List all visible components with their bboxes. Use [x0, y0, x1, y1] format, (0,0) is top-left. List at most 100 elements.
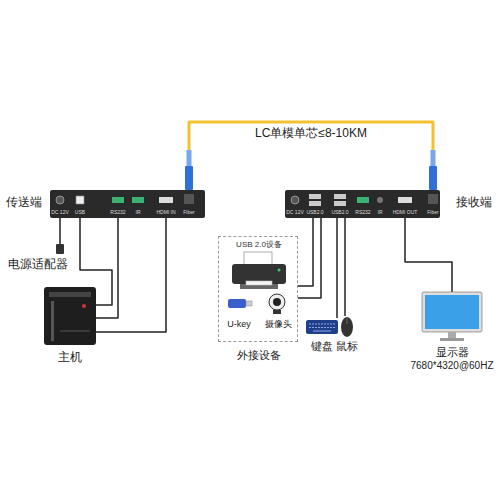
receiver-housing: [285, 190, 440, 218]
device-label: U-key: [227, 319, 251, 329]
receiver-housing: [309, 194, 321, 199]
keyboard-device: 键盘: [306, 318, 338, 336]
lc-connector: [185, 166, 193, 190]
keyboard-icon: [313, 331, 331, 332]
port-label: Fiber: [183, 210, 194, 216]
ukey-icon: [228, 299, 252, 308]
keyboard-icon: [309, 327, 335, 328]
signal-cable: [336, 218, 338, 318]
lc-connector: [187, 150, 192, 166]
receiver-housing: [285, 190, 440, 218]
port-label: HDMI IN: [156, 210, 175, 216]
port-label: RS232: [110, 210, 125, 216]
port-label: USB: [75, 210, 85, 216]
transmitter-housing: [50, 190, 205, 218]
lc-connector: [431, 150, 436, 166]
port-label: Fiber: [427, 210, 438, 216]
power-cable: [56, 218, 64, 254]
monitor-device: 显示器7680*4320@60HZ: [420, 292, 484, 342]
usb-device-group: USB 2.0设备外接设备U-key摄像头: [218, 236, 298, 342]
receiver-housing: [291, 196, 299, 204]
keyboard-icon: [306, 320, 338, 334]
device-heading: 传送端: [6, 196, 42, 210]
pc-tower-icon: [82, 304, 86, 308]
port-label: USB2.0: [331, 210, 348, 216]
signal-cable: [298, 218, 313, 286]
transmitter-housing: [56, 196, 64, 204]
transmitter-housing: [76, 196, 84, 204]
keyboard-icon: [306, 320, 338, 334]
ukey-icon: [246, 301, 252, 306]
resolution-label: 7680*4320@60HZ: [411, 360, 494, 372]
mouse-icon: [347, 318, 348, 324]
mouse-icon: [341, 317, 353, 337]
camera-icon: [273, 310, 281, 314]
monitor-icon: [422, 292, 482, 332]
transmitter-housing: [184, 194, 194, 204]
transmitter-housing: [159, 197, 173, 203]
mouse-icon: [341, 317, 353, 337]
receiver-housing: [377, 197, 383, 203]
mouse-device: 鼠标: [340, 316, 354, 338]
lc-connector: [185, 150, 437, 190]
printer-icon: [246, 281, 272, 285]
printer-icon: [244, 252, 272, 266]
receiver-housing: [428, 194, 438, 204]
port-label: RS232: [355, 210, 370, 216]
printer-icon: [232, 252, 286, 289]
part-label: 电源适配器: [8, 258, 68, 272]
host-pc: 主机: [44, 287, 96, 345]
receiver-housing: [357, 197, 369, 203]
transmitter-box: 传送端DC 12VUSBRS232IRHDMI INFiber: [50, 190, 205, 218]
port-label: IR: [378, 210, 383, 216]
transmitter-housing: [50, 190, 205, 218]
camera-device: 摄像头: [263, 293, 293, 317]
camera-icon: [269, 294, 285, 314]
signal-cable: [96, 218, 118, 318]
port-label: IR: [136, 210, 141, 216]
port-label: HDMI OUT: [393, 210, 418, 216]
port-label: DC 12V: [286, 210, 304, 216]
pc-tower-icon: [49, 292, 91, 297]
port-label: DC 12V: [51, 210, 69, 216]
signal-cable: [344, 218, 346, 316]
power-cable: [59, 218, 61, 244]
transmitter-housing: [112, 197, 124, 203]
device-label: 主机: [58, 351, 82, 365]
receiver-housing: [334, 194, 346, 199]
group-label: 外接设备: [237, 349, 281, 362]
edge-label: LC单模单芯≤8-10KM: [253, 127, 369, 141]
camera-icon: [269, 294, 285, 310]
device-label: 显示器: [436, 346, 469, 359]
pc-tower-icon: [60, 330, 90, 332]
ukey-device: U-key: [223, 295, 255, 317]
connector-group: [80, 122, 452, 332]
fiber-cable: [189, 122, 433, 190]
transmitter-housing: [132, 197, 144, 203]
receiver-housing: [398, 197, 412, 203]
monitor-icon: [448, 332, 456, 338]
signal-cable: [298, 218, 321, 298]
pc-tower-icon: [51, 301, 54, 341]
printer-icon: [232, 264, 286, 284]
pc-tower-icon: [44, 287, 96, 345]
receiver-housing: [334, 201, 346, 206]
device-heading: 接收端: [456, 196, 492, 210]
keyboard-icon: [309, 324, 335, 325]
lc-connector: [429, 166, 437, 190]
power-cable: [56, 244, 64, 254]
receiver-housing: [309, 201, 321, 206]
pc-tower-icon: [44, 287, 96, 345]
port-label: USB2.0: [306, 210, 323, 216]
ukey-icon: [228, 299, 246, 308]
device-label: 键盘: [311, 340, 333, 353]
device-label: 鼠标: [336, 340, 358, 353]
camera-icon: [273, 298, 281, 306]
monitor-icon: [440, 338, 464, 341]
group-heading: USB 2.0设备: [236, 240, 282, 249]
printer-icon: [278, 269, 281, 272]
